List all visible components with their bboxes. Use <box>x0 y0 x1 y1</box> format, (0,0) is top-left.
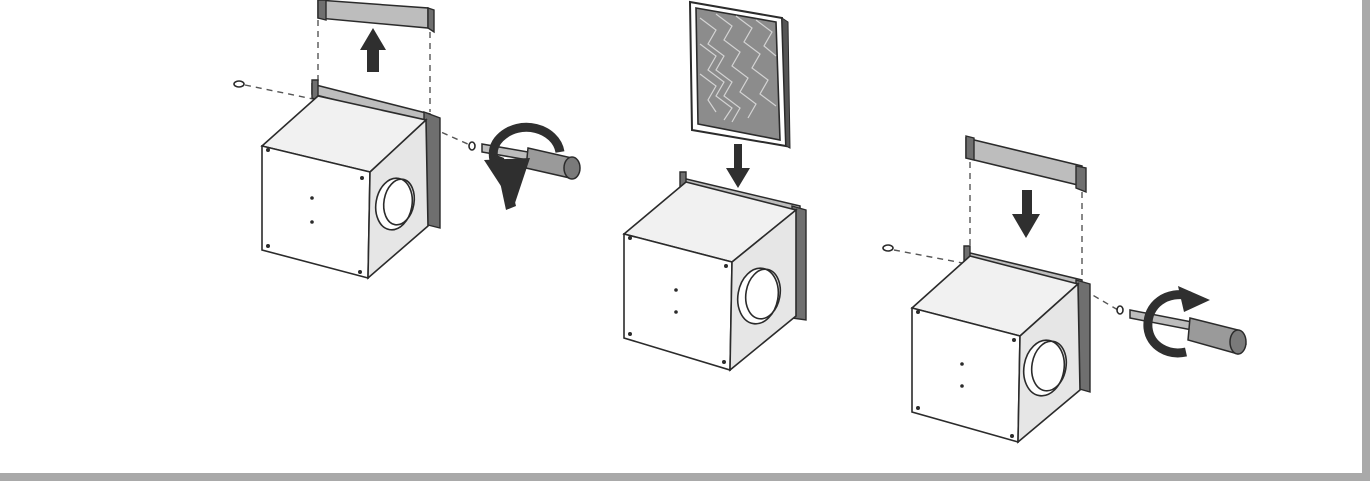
filter-panel <box>688 0 791 149</box>
rotate-ccw-arrow-icon <box>484 122 565 210</box>
up-arrow-icon <box>360 28 386 72</box>
rail-removed <box>317 0 435 34</box>
duct-opening <box>374 177 414 231</box>
guide-line <box>431 127 471 146</box>
guide-line <box>244 84 319 101</box>
rotate-cw-arrow-icon <box>1143 286 1210 358</box>
screwdriver-icon <box>1116 305 1247 355</box>
step-2 <box>622 0 807 372</box>
installation-diagram <box>233 0 1247 444</box>
down-arrow-icon <box>1012 190 1040 238</box>
frame-border-bottom <box>0 473 1370 481</box>
guide-line <box>893 249 969 265</box>
screw-icon <box>233 80 245 88</box>
screw-icon <box>882 244 894 252</box>
frame-border-right <box>1362 0 1370 481</box>
step-3 <box>882 135 1247 444</box>
down-arrow-icon <box>726 144 750 188</box>
step-1 <box>233 0 581 280</box>
rail-installing <box>965 135 1087 194</box>
